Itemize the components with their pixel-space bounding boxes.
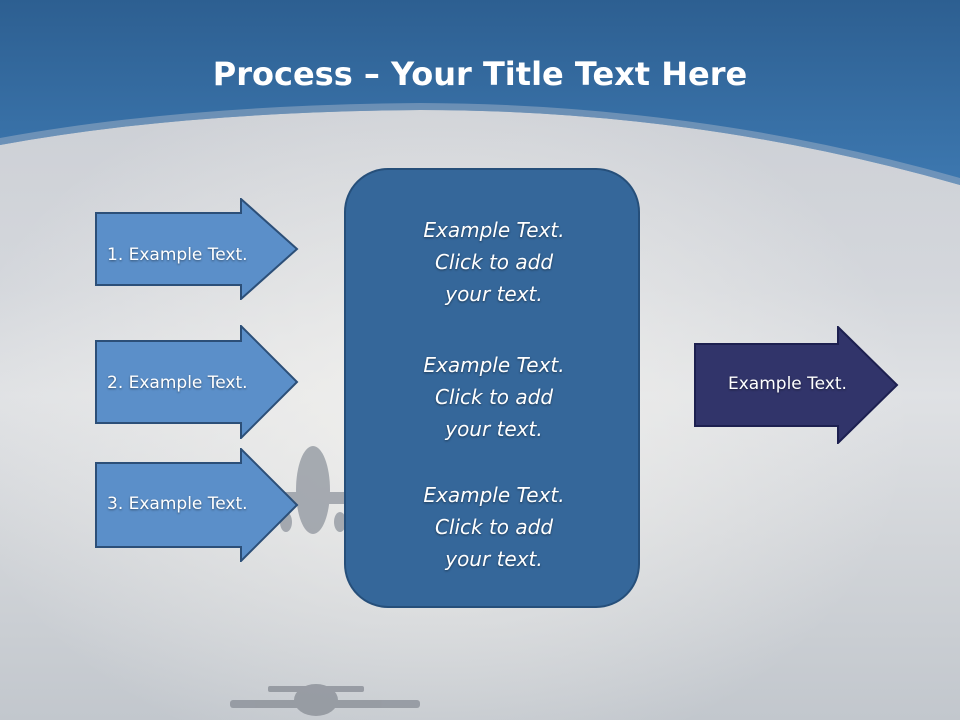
right-arrow-icon	[95, 198, 299, 300]
center-process-box[interactable]: Example Text. Click to add your text. Ex…	[344, 168, 640, 608]
center-text-line: Click to add	[434, 515, 554, 539]
center-text-block-3: Example Text. Click to add your text.	[346, 479, 642, 575]
input-arrow-1[interactable]: 1. Example Text.	[95, 198, 299, 300]
right-arrow-icon	[95, 325, 299, 439]
right-arrow-icon	[95, 448, 299, 562]
slide-title[interactable]: Process – Your Title Text Here	[0, 52, 960, 96]
input-arrow-3-label: 3. Example Text.	[107, 494, 248, 514]
center-text-line: your text.	[445, 417, 543, 441]
title-rest: – Your Title Text Here	[352, 55, 748, 93]
center-text-line: Example Text.	[423, 483, 565, 507]
output-arrow[interactable]: Example Text.	[694, 326, 900, 444]
center-text-line: your text.	[445, 547, 543, 571]
header-band	[0, 0, 960, 185]
airplane-bottom-silhouette-icon	[230, 684, 420, 716]
center-text-line: Click to add	[434, 385, 554, 409]
center-text-line: Example Text.	[423, 218, 565, 242]
output-arrow-label: Example Text.	[728, 374, 847, 394]
input-arrow-3[interactable]: 3. Example Text.	[95, 448, 299, 562]
center-text-block-1: Example Text. Click to add your text.	[346, 214, 642, 310]
center-text-line: Click to add	[434, 250, 554, 274]
right-arrow-icon	[694, 326, 899, 444]
input-arrow-1-label: 1. Example Text.	[107, 245, 248, 265]
airplane-silhouette-icon	[276, 446, 350, 534]
center-text-block-2: Example Text. Click to add your text.	[346, 349, 642, 445]
center-text-line: Example Text.	[423, 353, 565, 377]
title-bold: Process	[212, 55, 353, 93]
input-arrow-2-label: 2. Example Text.	[107, 373, 248, 393]
center-text-line: your text.	[445, 282, 543, 306]
input-arrow-2[interactable]: 2. Example Text.	[95, 325, 299, 439]
